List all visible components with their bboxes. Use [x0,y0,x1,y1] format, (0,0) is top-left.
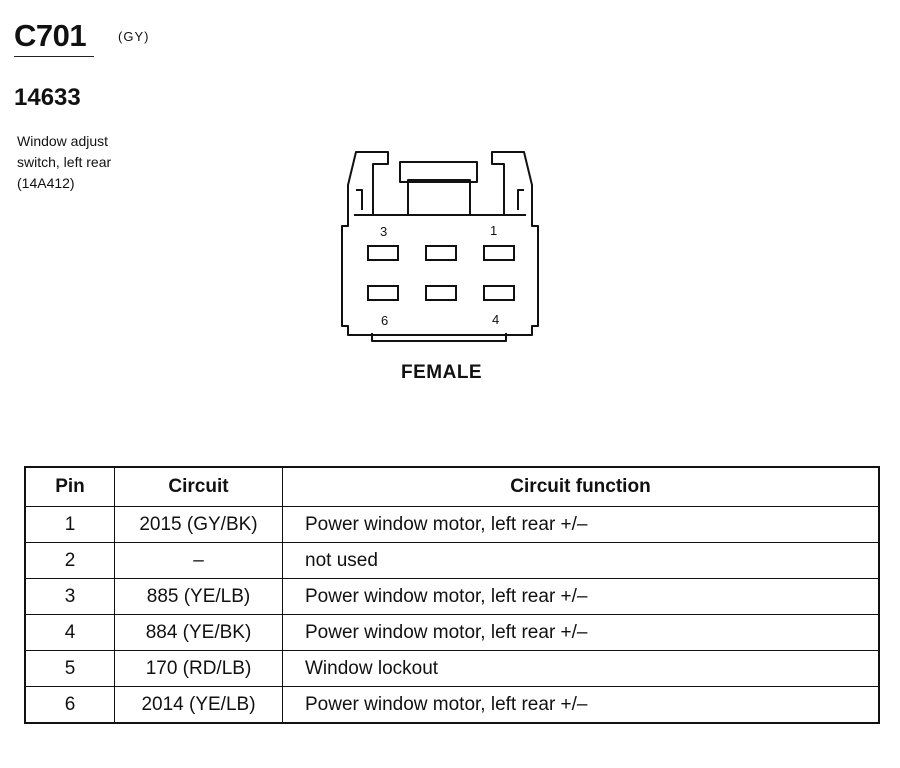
pin-cell: 5 [24,650,115,687]
pin-cavity [425,245,457,261]
circuit-cell: 885 (YE/LB) [114,578,283,615]
circuit-cell: 884 (YE/BK) [114,614,283,651]
table-row: 5 170 (RD/LB) Window lockout [24,650,880,687]
pin-cell: 4 [24,614,115,651]
table-row: 1 2015 (GY/BK) Power window motor, left … [24,506,880,543]
pin-label: 1 [490,223,497,238]
function-cell: not used [282,542,880,579]
pin-cavity [367,285,399,301]
connector-color: (GY) [118,29,150,44]
column-header-function: Circuit function [282,466,880,507]
pin-cell: 6 [24,686,115,724]
circuit-cell: 170 (RD/LB) [114,650,283,687]
pin-cavity [483,245,515,261]
latch-detail-right [517,189,524,210]
table-row: 3 885 (YE/LB) Power window motor, left r… [24,578,880,615]
function-cell: Power window motor, left rear +/– [282,578,880,615]
pin-cell: 1 [24,506,115,543]
table-row: 6 2014 (YE/LB) Power window motor, left … [24,686,880,724]
pin-label: 6 [381,313,388,328]
circuit-cell: – [114,542,283,579]
table-row: 2 – not used [24,542,880,579]
component-description: Window adjust switch, left rear (14A412) [17,133,112,191]
connector-face-diagram: 3 1 6 4 [341,151,539,342]
table-row: 4 884 (YE/BK) Power window motor, left r… [24,614,880,651]
circuit-cell: 2015 (GY/BK) [114,506,283,543]
pin-cell: 3 [24,578,115,615]
function-cell: Power window motor, left rear +/– [282,506,880,543]
pinout-table: Pin Circuit Circuit function 1 2015 (GY/… [24,466,880,724]
pin-cavity [367,245,399,261]
pin-label: 3 [380,224,387,239]
column-header-circuit: Circuit [114,466,283,507]
function-cell: Power window motor, left rear +/– [282,614,880,651]
latch-detail-left [356,189,363,210]
connector-housing [341,151,539,336]
connector-gender-label: FEMALE [401,362,483,383]
connector-latch-tab [399,161,478,183]
pin-cavity [483,285,515,301]
function-cell: Power window motor, left rear +/– [282,686,880,724]
part-number: 14633 [14,84,81,111]
title-underline [14,56,94,57]
column-header-pin: Pin [24,466,115,507]
pin-cell: 2 [24,542,115,579]
connector-id: C701 [14,18,87,53]
pin-label: 4 [492,312,499,327]
pin-cavity [425,285,457,301]
circuit-cell: 2014 (YE/LB) [114,686,283,724]
connector-bottom-ledge [371,333,507,342]
table-header-row: Pin Circuit Circuit function [24,466,880,507]
function-cell: Window lockout [282,650,880,687]
